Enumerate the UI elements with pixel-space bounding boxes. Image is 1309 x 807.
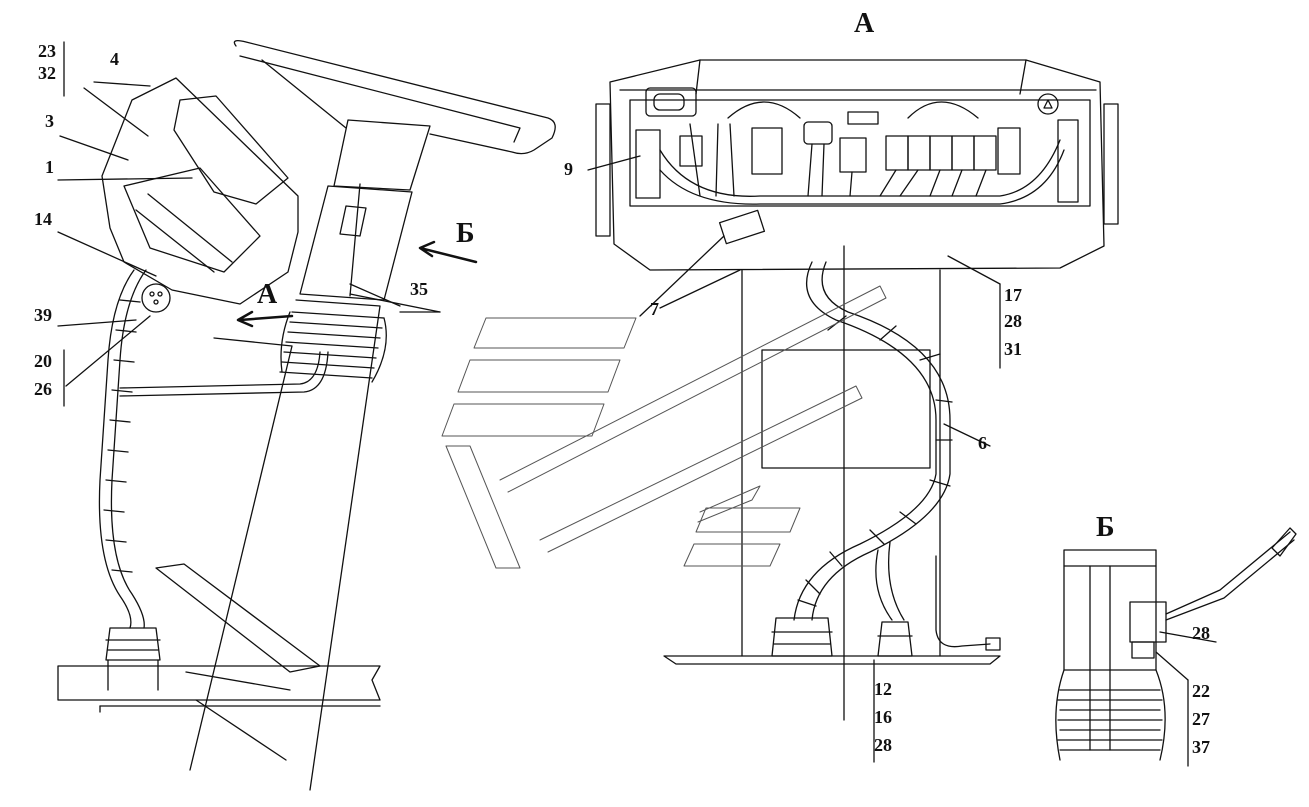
callout-37: 37 [1192, 737, 1210, 757]
view-b [1055, 527, 1297, 767]
wire-harness-tube [98, 269, 135, 629]
callout-32: 32 [38, 63, 56, 83]
callout-14: 14 [34, 209, 52, 229]
panel-wiring [659, 139, 1061, 197]
stalk-lever [1165, 531, 1295, 621]
callout-1: 1 [45, 157, 54, 177]
callout-26: 26 [34, 379, 52, 399]
callout-28-b: 28 [874, 735, 892, 755]
arrow-b-left [418, 240, 478, 264]
callout-9: 9 [564, 159, 573, 179]
callout-4: 4 [110, 49, 119, 69]
instrument-panel [101, 77, 299, 305]
callout-28-c: 28 [1192, 623, 1210, 643]
connector-7 [718, 209, 766, 245]
callout-7: 7 [650, 299, 659, 319]
relay [751, 127, 783, 175]
harness-tube-a [793, 261, 937, 621]
callout-16: 16 [874, 707, 892, 727]
floor-plate [57, 665, 381, 701]
view-a [587, 59, 1119, 763]
bellows-b [1057, 689, 1163, 751]
callout-12: 12 [874, 679, 892, 699]
view-b-title: Б [1096, 512, 1115, 543]
pedestal-frame [741, 269, 941, 657]
callout-6: 6 [978, 433, 987, 453]
callout-23: 23 [38, 41, 56, 61]
floor-plate-a [663, 655, 1001, 665]
panel-housing [609, 59, 1105, 271]
callout-35: 35 [410, 279, 428, 299]
connector-socket [141, 283, 171, 313]
watermark-logo [441, 285, 887, 569]
callout-31: 31 [1004, 339, 1022, 359]
callout-22: 22 [1192, 681, 1210, 701]
callout-20: 20 [34, 351, 52, 371]
steering-column [333, 119, 431, 191]
callout-27: 27 [1192, 709, 1210, 729]
pedal [155, 563, 321, 673]
callout-3: 3 [45, 111, 54, 131]
switch-b [1129, 601, 1167, 643]
steering-wheel [233, 40, 556, 155]
callout-28-a: 28 [1004, 311, 1022, 331]
view-a-title: А [854, 8, 875, 39]
left-side-view [57, 40, 556, 791]
bellows [279, 311, 385, 379]
arrow-b-label: Б [456, 218, 475, 249]
connector-9 [635, 129, 661, 199]
arrow-a-label: А [257, 279, 278, 310]
callout-39: 39 [34, 305, 52, 325]
arrow-a-left [236, 310, 294, 328]
callout-17: 17 [1004, 285, 1022, 305]
